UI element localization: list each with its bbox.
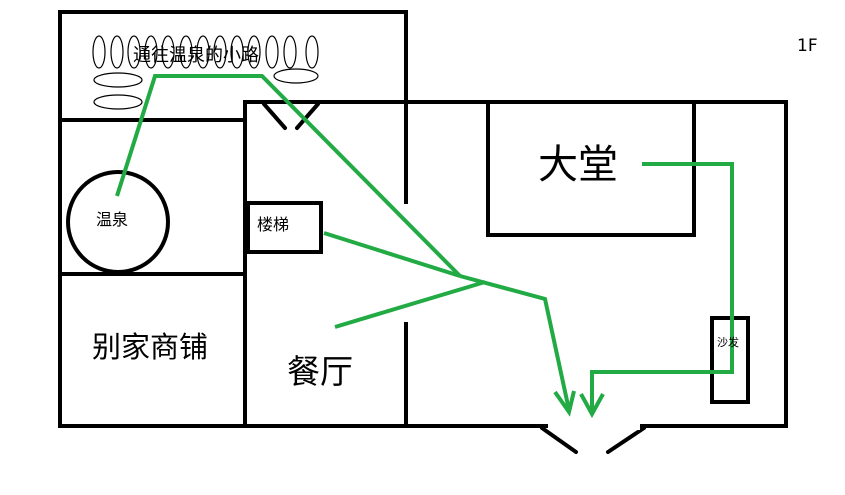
label-lobby: 大堂: [538, 142, 618, 188]
stone: [144, 35, 158, 69]
hot-spring-pool: [66, 170, 170, 274]
door-gap-upper: [402, 204, 410, 322]
stone: [230, 35, 244, 69]
stone: [179, 35, 193, 69]
label-path-to-spring: 通往温泉的小路: [133, 45, 259, 66]
label-villa-shop: 别家商铺: [92, 330, 209, 364]
stone: [196, 35, 210, 69]
door-symbols: [262, 102, 646, 454]
arrow-head-sofa: [579, 393, 605, 419]
label-restaurant: 餐厅: [287, 352, 353, 391]
route-restaurant: [334, 280, 486, 329]
door-gaps: [402, 204, 410, 322]
stone: [127, 35, 141, 69]
stone: [305, 35, 319, 69]
routes: [115, 74, 734, 419]
route-lobby-sofa: [590, 162, 734, 410]
route-spring-path: [115, 74, 462, 278]
stone: [93, 94, 143, 110]
stone: [92, 35, 106, 69]
arrow-head-main: [553, 390, 576, 417]
lobby-room: [486, 100, 696, 237]
stone: [283, 35, 297, 69]
bottom-door-gap: [548, 424, 640, 430]
stone: [110, 35, 124, 69]
bottom-door-icon-right: [606, 426, 646, 454]
label-sofa: 沙发: [717, 336, 739, 349]
label-hot-spring: 温泉: [96, 210, 129, 229]
stone: [265, 35, 279, 69]
stone: [273, 68, 319, 84]
stone: [247, 35, 261, 69]
stone: [93, 72, 143, 88]
top-door-icon: [262, 102, 287, 130]
stone: [213, 35, 227, 69]
route-main: [459, 274, 571, 411]
stairs-box: [246, 201, 323, 254]
stone: [161, 35, 175, 69]
label-stairs: 楼梯: [257, 215, 290, 234]
top-door-icon-right: [295, 102, 320, 130]
floor-label: 1F: [797, 36, 818, 56]
route-stairs: [323, 231, 461, 278]
bottom-door-icon-left: [540, 426, 578, 454]
path-stones: [92, 35, 319, 110]
